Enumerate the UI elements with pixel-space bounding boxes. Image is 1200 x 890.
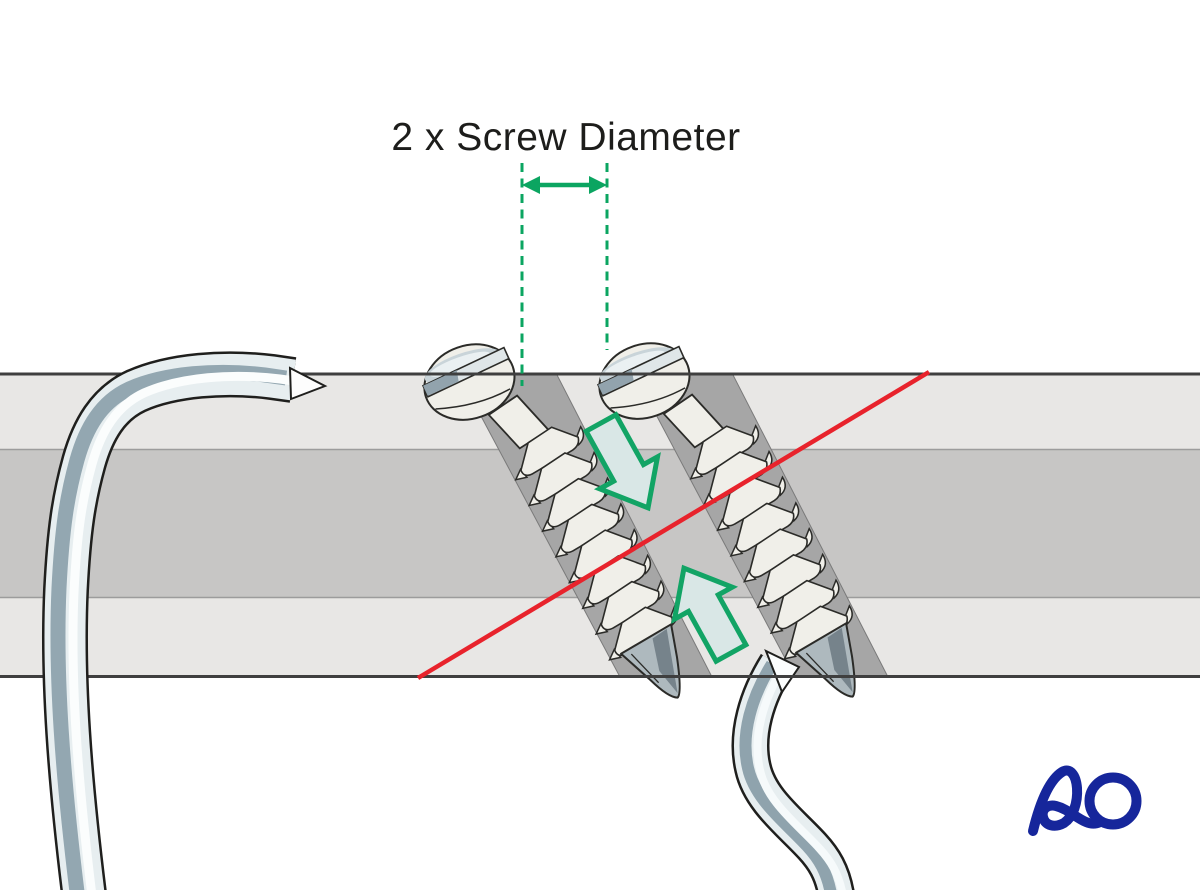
- measurement-label: 2 x Screw Diameter: [391, 116, 741, 159]
- measurement-double-arrow-icon: [522, 176, 607, 194]
- hook-right-tip: [764, 648, 801, 695]
- fracture-line: [416, 370, 931, 680]
- bone-hook-left: [41, 351, 328, 890]
- hook-left-tip: [288, 366, 328, 401]
- bone-hook-right: [731, 648, 855, 890]
- measurement-guides: [520, 163, 609, 386]
- ao-logo-icon: AO: [1028, 765, 1142, 836]
